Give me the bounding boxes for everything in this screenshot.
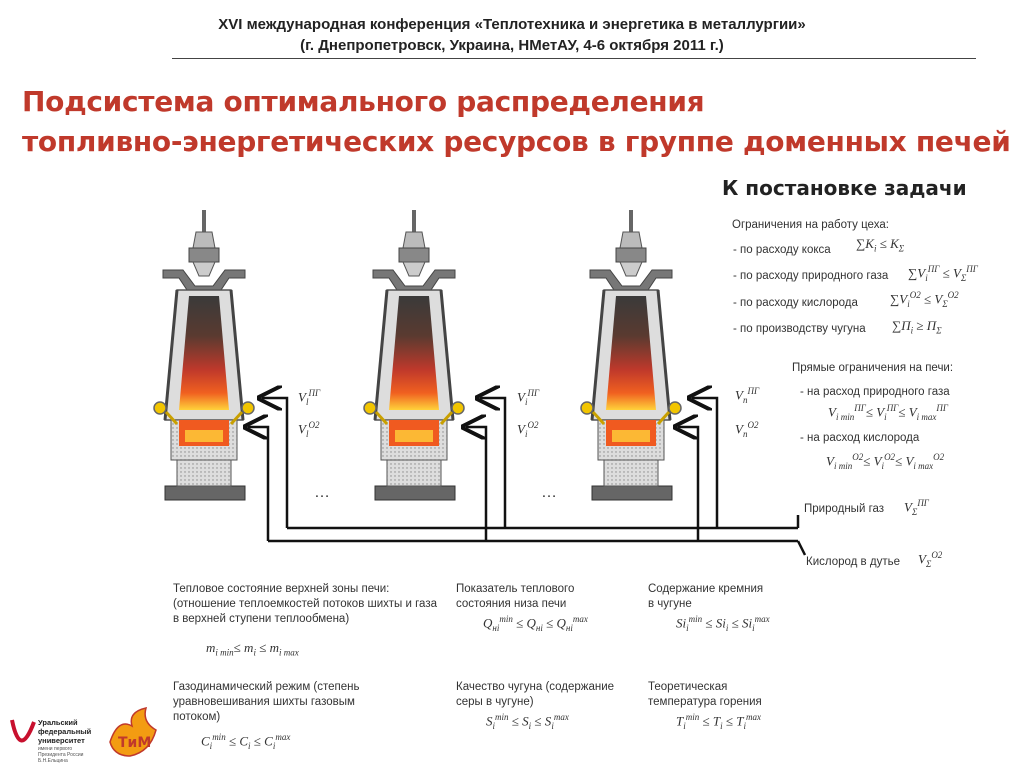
coke-constraint-label: - по расходу кокса: [733, 244, 831, 256]
urfu-logo-subtext: имени первого Президента России Б.Н.Ельц…: [38, 746, 84, 764]
lower-zone-formula: Qнimin ≤ Qнi ≤ Qнimax: [483, 614, 588, 633]
furnace-oxygen-constraint-label: - на расход кислорода: [800, 432, 920, 444]
furnace-2-gas-flow: ViПГ: [517, 388, 540, 407]
slide-title-line-1: Подсистема оптимального распределения: [22, 85, 705, 118]
coke-constraint-formula: ∑Ki ≤ KΣ: [856, 236, 905, 254]
oxygen-total: VΣO2: [918, 550, 943, 569]
iron-constraint-label: - по производству чугуна: [733, 323, 866, 335]
iron-quality-formula: Simin ≤ Si ≤ Simax: [486, 712, 569, 731]
lower-zone-thermal-index: Показатель теплового состояния низа печи: [456, 583, 575, 610]
blast-furnace-3: [579, 208, 683, 502]
tim-logo-text: ТиМ: [118, 735, 152, 751]
theoretical-combustion-temperature: Теоретическая температура горения: [648, 681, 762, 708]
blast-furnace-2: [362, 208, 466, 502]
furnace-gas-constraint-formula: Vi minПГ≤ ViПГ≤ Vi maxПГ: [828, 403, 949, 422]
ellipsis-2: …: [541, 484, 557, 501]
slide-title-line-2: топливно-энергетических ресурсов в групп…: [22, 125, 1011, 158]
natural-gas-label: Природный газ: [804, 503, 885, 515]
tim-logo: [109, 706, 157, 757]
header-divider: [172, 58, 976, 59]
furnace-gas-constraint-label: - на расход природного газа: [800, 386, 950, 398]
furnace-constraints-heading: Прямые ограничения на печи:: [792, 362, 954, 374]
upper-zone-thermal-state: Тепловое состояние верхней зоны печи: (о…: [173, 583, 437, 625]
furnace-oxygen-constraint-formula: Vi minO2≤ ViO2≤ Vi maxO2: [826, 452, 945, 471]
combustion-temperature-formula: Timin ≤ Ti ≤ Timax: [676, 712, 762, 731]
oxygen-constraint-label: - по расходу кислорода: [733, 297, 858, 309]
furnace-1-oxygen-flow: VlO2: [298, 420, 320, 439]
urfu-logo-mark: [10, 719, 36, 743]
iron-quality: Качество чугуна (содержание серы в чугун…: [456, 681, 615, 708]
shop-constraints-heading: Ограничения на работу цеха:: [732, 219, 889, 231]
gas-constraint-formula: ∑ViПГ ≤ VΣПГ: [908, 264, 978, 283]
furnace-2-oxygen-flow: ViO2: [517, 420, 539, 439]
blast-furnace-1: [152, 208, 256, 502]
urfu-logo-text: Уральский федеральный университет: [38, 718, 92, 745]
gas-constraint-label: - по расходу природного газа: [733, 270, 889, 282]
conference-location: (г. Днепропетровск, Украина, НМетАУ, 4-6…: [300, 37, 724, 54]
furnace-3-gas-flow: VnПГ: [735, 386, 760, 405]
furnace-3-oxygen-flow: VnO2: [735, 420, 759, 439]
silicon-content: Содержание кремния в чугуне: [648, 583, 764, 610]
ellipsis-1: …: [314, 484, 330, 501]
furnace-1-gas-flow: VlПГ: [298, 388, 321, 407]
gas-dynamic-mode: Газодинамический режим (степень уравнове…: [173, 681, 360, 723]
oxygen-constraint-formula: ∑ViO2 ≤ VΣO2: [890, 290, 959, 309]
conference-title: XVI международная конференция «Теплотехн…: [218, 16, 806, 33]
silicon-formula: Siimin ≤ Sii ≤ Siimax: [676, 614, 770, 633]
conference-header: XVI международная конференция «Теплотехн…: [0, 14, 1024, 56]
upper-zone-formula: mi min≤ mi ≤ mi max: [206, 640, 299, 658]
slide-title: Подсистема оптимального распределения то…: [22, 82, 1011, 162]
slide-subtitle: К постановке задачи: [722, 176, 967, 200]
natural-gas-total: VΣПГ: [904, 498, 929, 517]
gas-dynamic-formula: Cimin ≤ Ci ≤ Cimax: [201, 732, 291, 751]
oxygen-label: Кислород в дутье: [806, 556, 900, 568]
iron-constraint-formula: ∑Пi ≥ ПΣ: [892, 318, 942, 336]
